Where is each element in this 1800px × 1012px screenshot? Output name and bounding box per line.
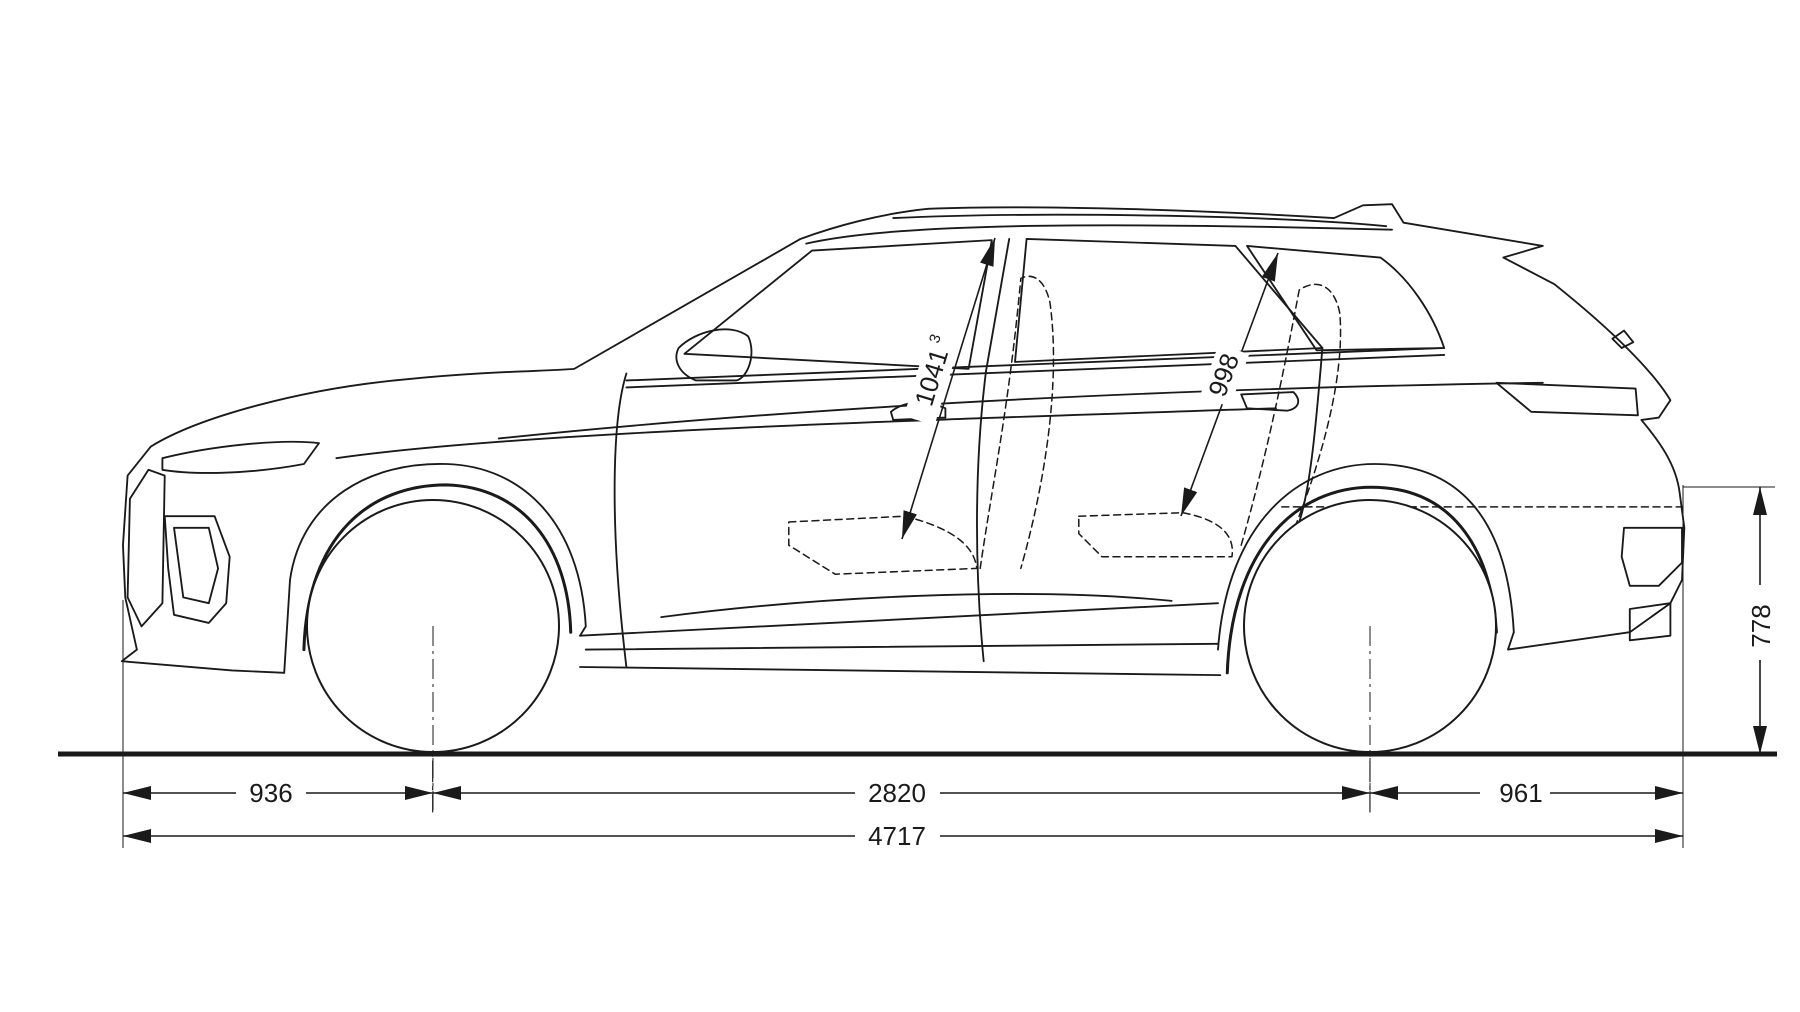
overall-length-label: 4717 — [868, 821, 926, 851]
front-overhang-label: 936 — [249, 778, 292, 808]
side-sill — [579, 593, 1222, 677]
front-fascia — [120, 445, 286, 674]
front-grille — [126, 468, 166, 628]
headlight — [161, 440, 320, 474]
front-wheel-arch — [283, 463, 587, 674]
wheelbase-label: 2820 — [868, 778, 926, 808]
seat-outlines — [788, 275, 1683, 575]
taillight — [1495, 381, 1639, 417]
rear-door-line — [1298, 347, 1324, 523]
front-door-line — [613, 372, 628, 668]
roof-spoiler — [1611, 329, 1635, 349]
rear-quarter-window — [1246, 244, 1446, 352]
height-label: 778 — [1746, 604, 1776, 647]
rear-door-handle — [1240, 391, 1300, 412]
rear-diffuser — [1620, 526, 1683, 587]
rear-overhang-label: 961 — [1499, 778, 1542, 808]
exhaust — [1628, 602, 1672, 642]
front-intake — [163, 515, 231, 624]
side-mirror — [675, 328, 753, 382]
b-pillar-line — [976, 238, 1011, 663]
roof-rail — [805, 213, 1393, 245]
rear-wheel-arch — [1217, 463, 1515, 651]
beltline — [335, 347, 1544, 460]
car-body-outline — [149, 203, 1686, 651]
front-headroom-dim-line — [901, 237, 996, 540]
